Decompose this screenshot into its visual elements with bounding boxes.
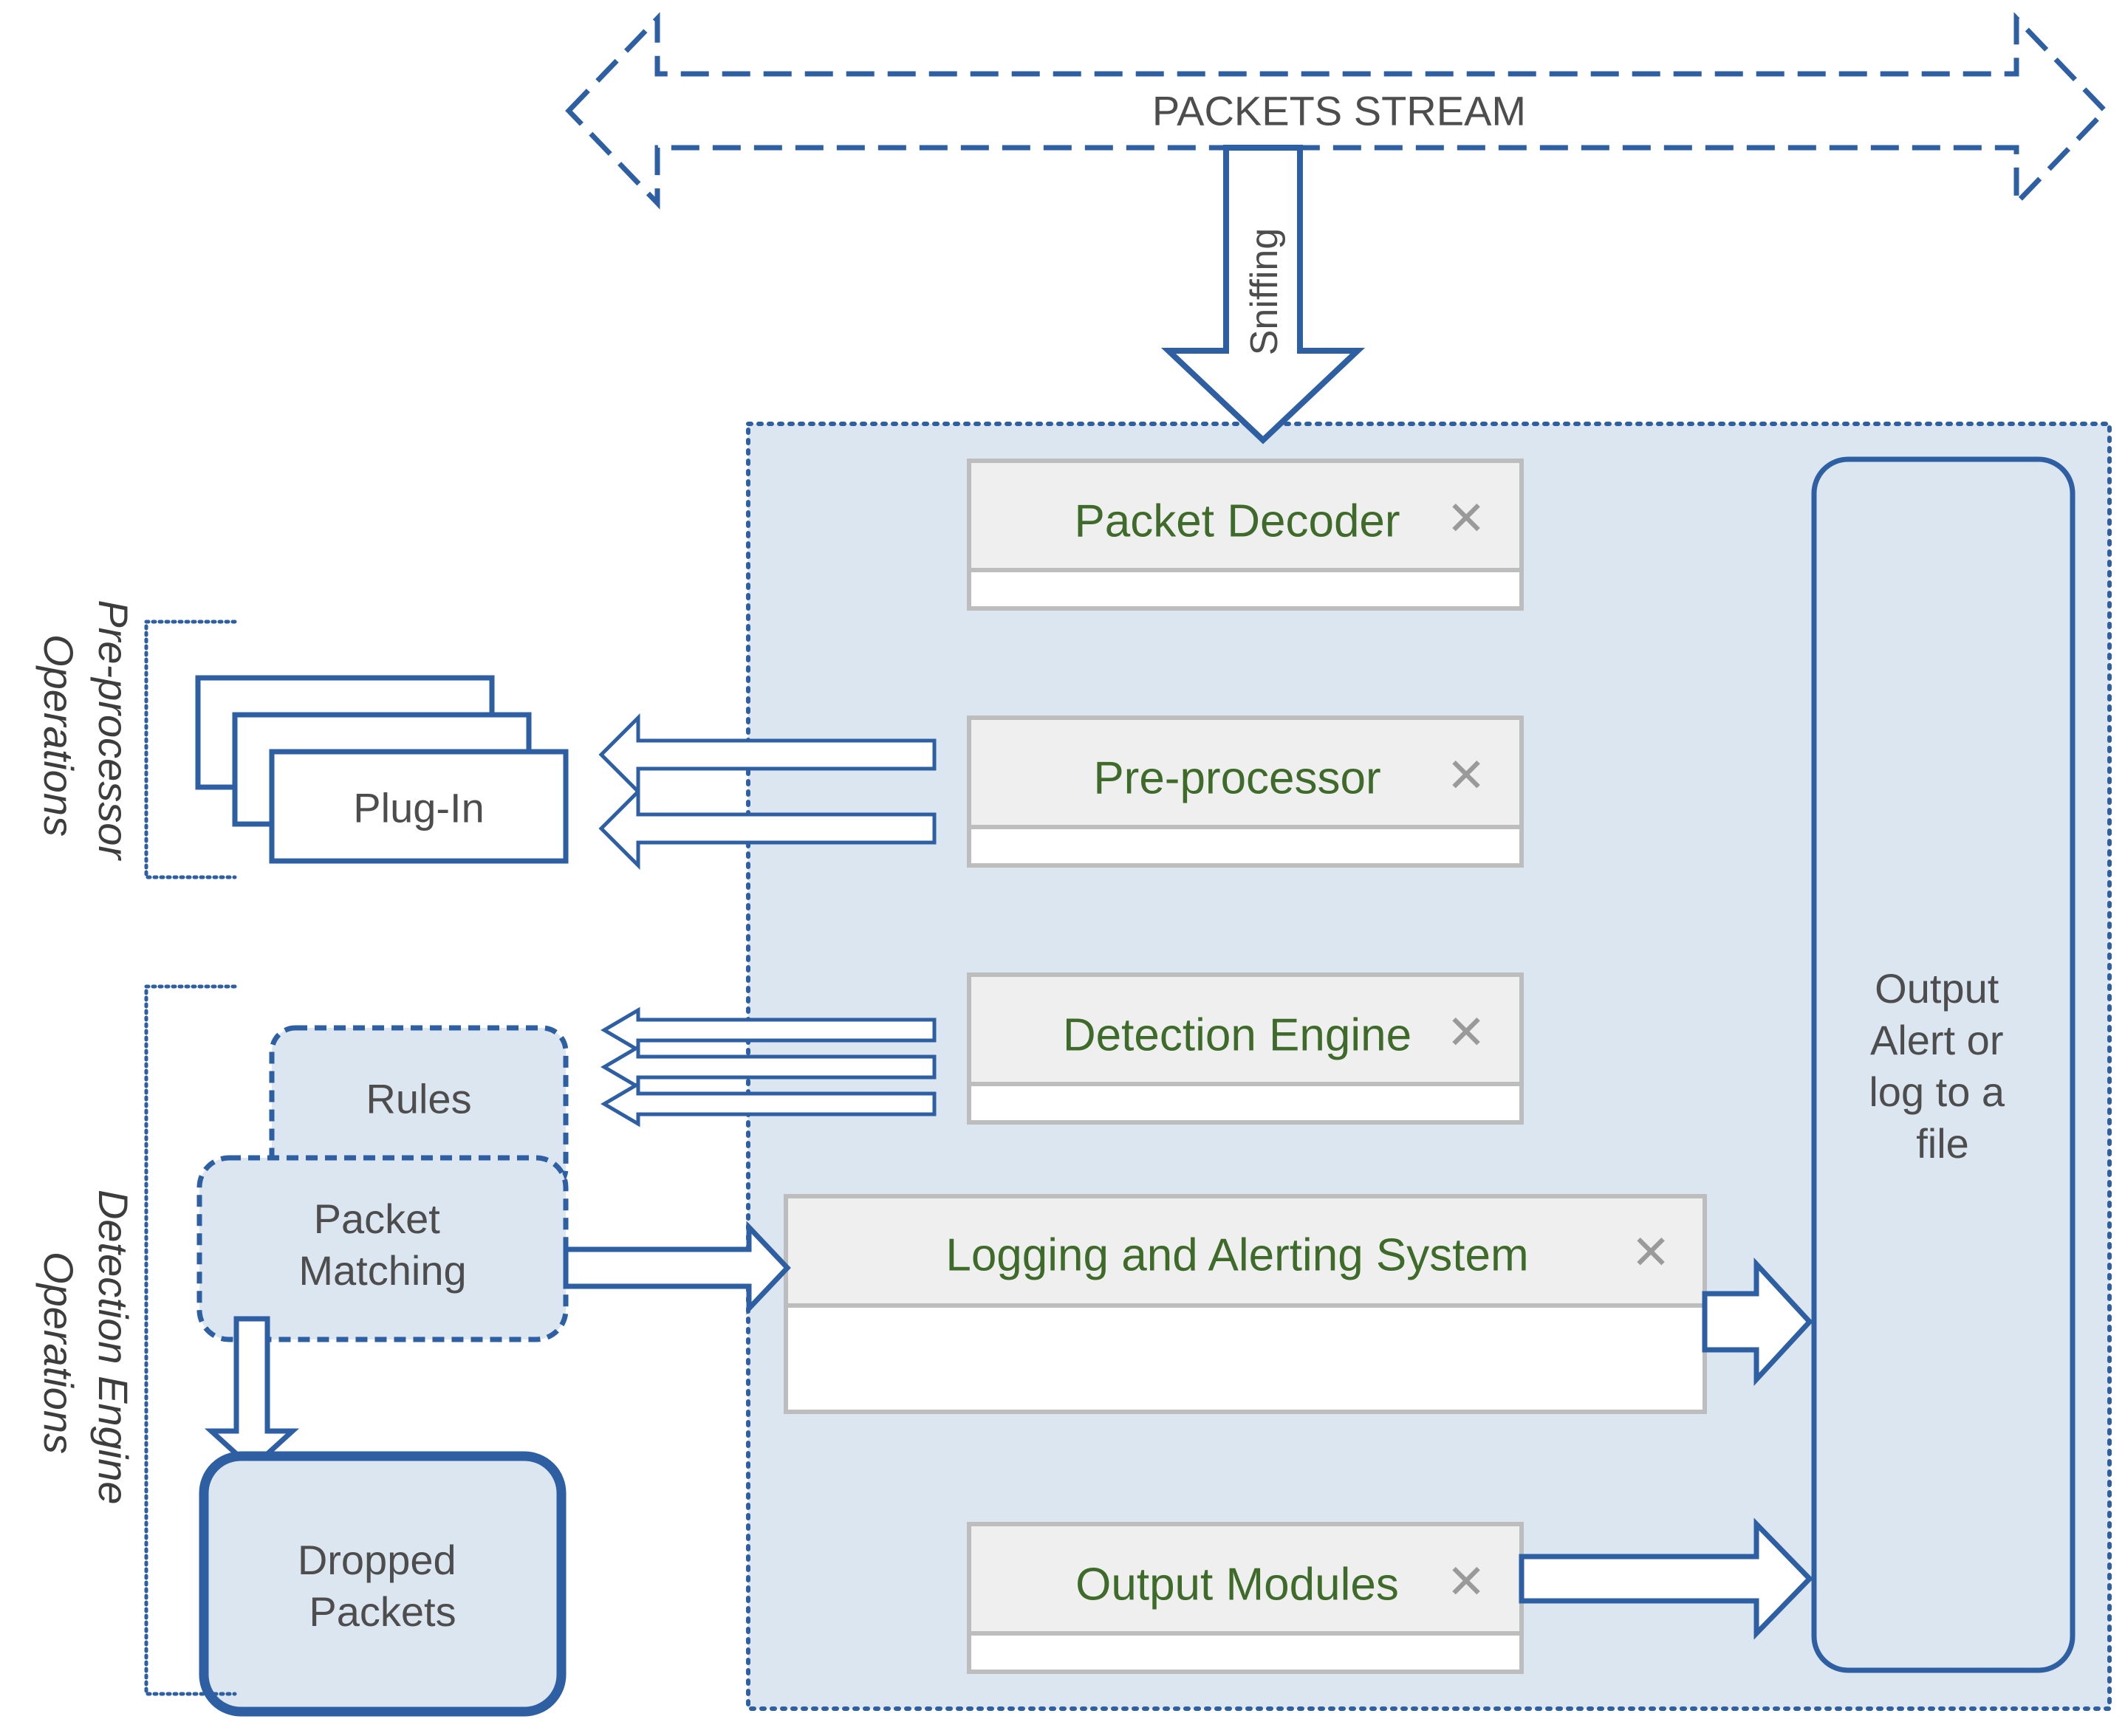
detection-engine-label: Detection Engine bbox=[1063, 1010, 1411, 1061]
logging-alerting-close-icon[interactable]: ✕ bbox=[1631, 1226, 1671, 1279]
packet-decoder-header bbox=[967, 459, 1524, 572]
logging-alerting-component: Logging and Alerting System ✕ bbox=[784, 1194, 1707, 1414]
output-alert-text: Output Alert or log to a file bbox=[1869, 965, 2016, 1167]
sniffing-arrow bbox=[1160, 145, 1366, 445]
preprocessor-ops-label: Pre-processor Operations bbox=[35, 600, 137, 871]
output-alert-line-4: file bbox=[1916, 1120, 1969, 1167]
packet-decoder-close-icon[interactable]: ✕ bbox=[1446, 492, 1486, 545]
dropped-packets-text: Dropped Packets bbox=[298, 1537, 468, 1635]
plugin-label: Plug-In bbox=[353, 785, 484, 831]
packet-matching-line-2: Matching bbox=[298, 1247, 466, 1294]
plugin-card-front bbox=[269, 749, 569, 864]
pre-processor-label: Pre-processor bbox=[1093, 753, 1380, 804]
preprocessor-plugin-arrow-2 bbox=[598, 786, 937, 871]
pre-processor-header bbox=[967, 716, 1524, 829]
packet-matching-text: Packet Matching bbox=[298, 1195, 466, 1294]
logging-alerting-header bbox=[784, 1194, 1707, 1308]
output-modules-close-icon[interactable]: ✕ bbox=[1446, 1555, 1486, 1608]
detection-ops-line-2: Operations bbox=[35, 1252, 82, 1454]
detection-engine-header bbox=[967, 972, 1524, 1086]
detection-ops-bracket bbox=[144, 984, 237, 1696]
pre-processor-component: Pre-processor ✕ bbox=[967, 716, 1524, 868]
packets-stream-arrow bbox=[565, 12, 2109, 210]
packets-stream-label: PACKETS STREAM bbox=[1152, 88, 1526, 134]
matching-to-logging-arrow bbox=[563, 1221, 791, 1315]
preprocessor-ops-line-1: Pre-processor bbox=[90, 600, 137, 861]
preprocessor-plugin-arrow-1 bbox=[598, 713, 937, 797]
detection-rules-arrow-2 bbox=[600, 1043, 937, 1091]
logging-to-output-arrow bbox=[1702, 1258, 1813, 1386]
preprocessor-ops-line-2: Operations bbox=[35, 634, 82, 837]
output-modules-component: Output Modules ✕ bbox=[967, 1522, 1524, 1674]
packet-decoder-label: Packet Decoder bbox=[1074, 496, 1400, 547]
preprocessor-ops-bracket bbox=[144, 620, 237, 879]
detection-ops-label: Detection Engine Operations bbox=[35, 1190, 137, 1516]
packet-decoder-component: Packet Decoder ✕ bbox=[967, 459, 1524, 611]
dropped-packets-line-2: Packets bbox=[309, 1588, 456, 1635]
matching-to-dropped-arrow bbox=[204, 1316, 300, 1472]
detection-ops-line-1: Detection Engine bbox=[90, 1190, 137, 1505]
dropped-packets-line-1: Dropped bbox=[298, 1537, 456, 1583]
output-alert-line-1: Output bbox=[1875, 965, 1999, 1012]
output-modules-to-output-arrow bbox=[1519, 1517, 1813, 1640]
packet-matching-line-1: Packet bbox=[314, 1195, 441, 1242]
detection-engine-component: Detection Engine ✕ bbox=[967, 972, 1524, 1125]
logging-alerting-label: Logging and Alerting System bbox=[945, 1230, 1528, 1281]
detection-rules-arrow-3 bbox=[600, 1080, 937, 1128]
output-alert-line-3: log to a bbox=[1869, 1068, 2005, 1115]
output-modules-header bbox=[967, 1522, 1524, 1636]
output-modules-label: Output Modules bbox=[1075, 1560, 1399, 1610]
pre-processor-close-icon[interactable]: ✕ bbox=[1446, 749, 1486, 802]
sniffing-label: Sniffing bbox=[1243, 228, 1286, 356]
rules-label: Rules bbox=[366, 1076, 471, 1122]
detection-rules-arrow-1 bbox=[600, 1006, 937, 1054]
output-alert-line-2: Alert or bbox=[1870, 1017, 2004, 1063]
output-alert-box bbox=[1811, 456, 2076, 1673]
detection-engine-close-icon[interactable]: ✕ bbox=[1446, 1006, 1486, 1059]
dropped-packets-box bbox=[199, 1451, 567, 1717]
